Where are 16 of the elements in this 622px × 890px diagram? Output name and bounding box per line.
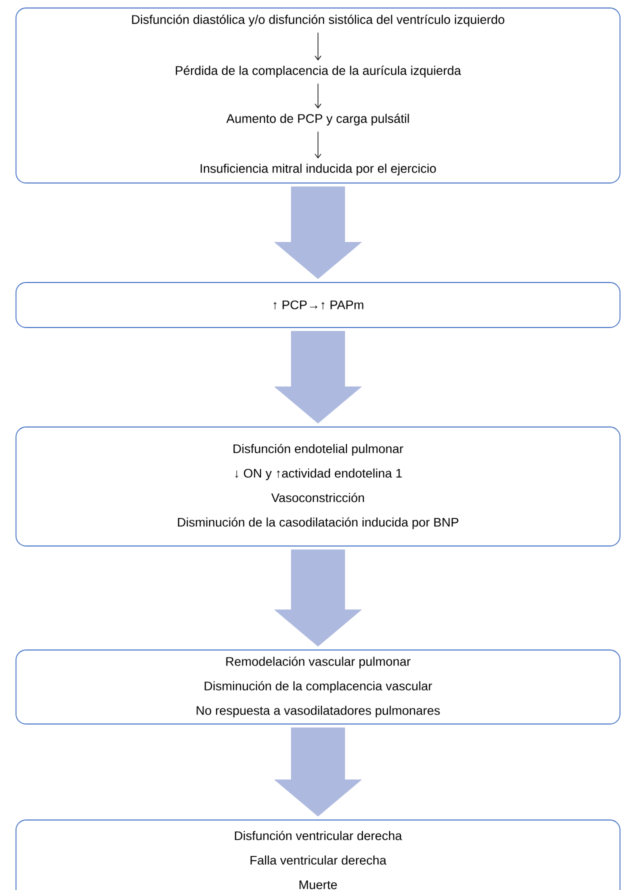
arrow <box>314 83 322 108</box>
process-box: Disfunción endotelial pulmonar ↓ ON y ↑actividad endotelina 1 Vasoconstricción Disminución de la casodilatación inducida por BNP <box>16 426 620 546</box>
group-box <box>16 8 620 184</box>
block-arrow <box>274 186 362 280</box>
arrow <box>314 32 322 60</box>
block-arrow <box>274 727 362 817</box>
step-text: Aumento de PCP y carga pulsátil <box>226 114 409 126</box>
step-text: Insuficiencia mitral inducida por el ejercicio <box>200 164 436 176</box>
step-text: Disfunción diastólica y/o disfunción sistólica del ventrículo izquierdo <box>132 14 504 26</box>
step-text: Pérdida de la complacencia de la aurícula izquierda <box>176 66 462 78</box>
arrow <box>314 131 322 159</box>
process-box: ↑ PCP→↑ PAPm <box>16 282 620 328</box>
block-arrow <box>274 330 362 424</box>
process-box: Disfunción ventricular derecha Falla ventricular derecha Muerte <box>16 820 620 890</box>
block-arrow <box>274 549 362 647</box>
process-box: Remodelación vascular pulmonar Disminución de la complacencia vascular No respuesta a vasodilatadores pulmonares <box>16 650 620 724</box>
